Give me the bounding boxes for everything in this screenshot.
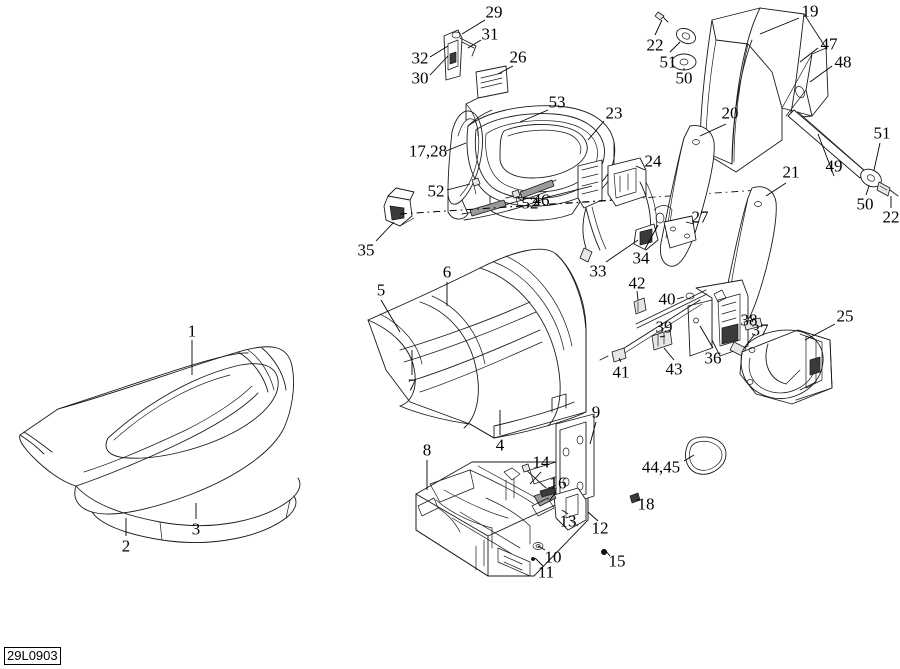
callout-10: 10 — [544, 547, 562, 567]
callout-7: 7 — [407, 375, 417, 395]
callout-37: 37 — [751, 320, 769, 340]
callout-25: 25 — [836, 306, 854, 326]
callout-8: 8 — [422, 440, 432, 460]
callout-21: 21 — [782, 162, 800, 182]
callout-1: 1 — [187, 321, 197, 341]
callout-17-28: 17,28 — [408, 141, 448, 161]
part-group-back-panel — [555, 413, 597, 509]
callout-50-right: 50 — [856, 194, 874, 214]
part-group-backrest — [445, 97, 616, 251]
part-group-lock-rod-assembly — [599, 279, 763, 363]
callout-36: 36 — [704, 348, 722, 368]
callout-9: 9 — [591, 402, 601, 422]
part-group-fasteners-lower — [531, 492, 641, 567]
callout-5: 5 — [376, 280, 386, 300]
part-group-pivot-rod — [654, 11, 899, 208]
callout-29: 29 — [485, 2, 503, 22]
part-group-latch-mechanism — [579, 157, 697, 263]
callout-6: 6 — [442, 262, 452, 282]
callout-31: 31 — [481, 24, 499, 44]
part-group-buckle — [429, 19, 486, 81]
callout-46: 46 — [532, 190, 550, 210]
callout-22-right: 22 — [882, 207, 900, 227]
part-group-tail-housing — [739, 323, 836, 405]
callout-42: 42 — [628, 273, 646, 293]
callout-47: 47 — [820, 34, 838, 54]
part-group-fender — [699, 7, 833, 173]
callout-24: 24 — [644, 151, 662, 171]
callout-18: 18 — [637, 494, 655, 514]
callout-2: 2 — [121, 536, 131, 556]
callout-23: 23 — [605, 103, 623, 123]
part-group-latch-hardware — [521, 463, 599, 531]
callout-15: 15 — [608, 551, 626, 571]
callout-35: 35 — [357, 240, 375, 260]
callout-26: 26 — [509, 47, 527, 67]
callout-14: 14 — [532, 452, 550, 472]
callout-51-right: 51 — [873, 123, 891, 143]
part-group-passenger-seat — [367, 248, 587, 439]
callout-53: 53 — [548, 92, 566, 112]
callout-30: 30 — [411, 68, 429, 88]
callout-4: 4 — [495, 435, 505, 455]
callout-32: 32 — [411, 48, 429, 68]
callout-19: 19 — [801, 1, 819, 21]
part-group-warning-label — [475, 65, 514, 99]
callout-50-upper: 50 — [675, 68, 693, 88]
callout-52-left: 52 — [427, 181, 445, 201]
callout-20: 20 — [721, 103, 739, 123]
callout-39: 39 — [655, 317, 673, 337]
callout-48: 48 — [834, 52, 852, 72]
callout-52-right: 52 — [521, 193, 539, 213]
callout-43: 43 — [665, 359, 683, 379]
part-group-driver-seat — [19, 340, 301, 543]
part-code-label: 29L0903 — [4, 647, 61, 665]
callout-27: 27 — [691, 207, 709, 227]
callout-16: 16 — [549, 473, 567, 493]
callout-44-45: 44,45 — [641, 457, 681, 477]
part-group-seal-ring — [683, 436, 727, 475]
callout-22-upper: 22 — [646, 35, 664, 55]
callout-34: 34 — [632, 248, 650, 268]
callout-12: 12 — [591, 518, 609, 538]
callout-38: 38 — [740, 310, 758, 330]
callout-11: 11 — [537, 562, 555, 582]
callout-33: 33 — [589, 261, 607, 281]
callout-41: 41 — [612, 362, 630, 382]
callout-49: 49 — [825, 156, 843, 176]
callout-3: 3 — [191, 519, 201, 539]
callout-13: 13 — [559, 511, 577, 531]
callout-51-upper: 51 — [659, 52, 677, 72]
callout-40: 40 — [658, 289, 676, 309]
